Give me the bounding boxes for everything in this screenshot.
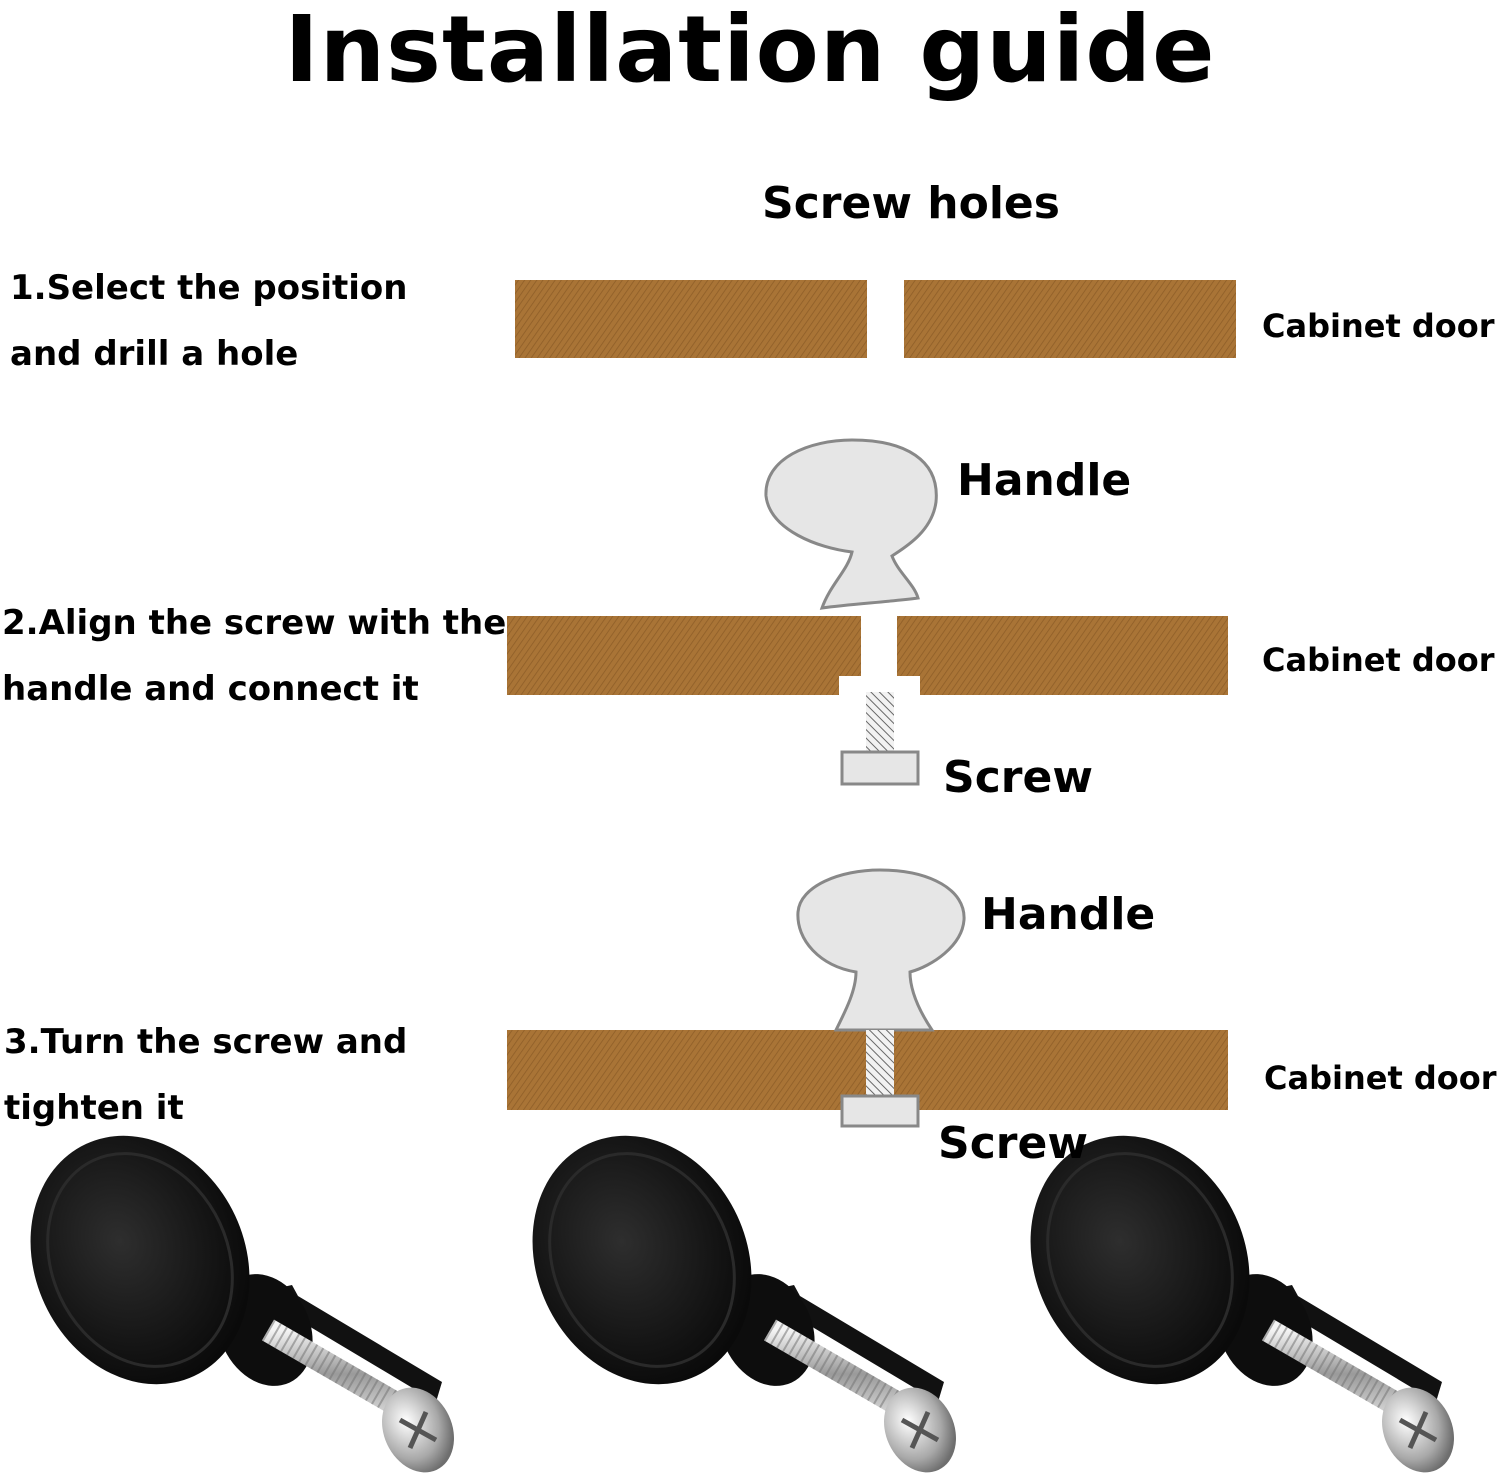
screw-holes-label: Screw holes — [762, 178, 1060, 229]
cabinet-door-label: Cabinet door — [1262, 307, 1495, 345]
step1-text-line1: 1.Select the position — [10, 268, 408, 308]
screw-label: Screw — [943, 752, 1093, 803]
step1-text-line2: and drill a hole — [10, 334, 299, 374]
cabinet-door-label: Cabinet door — [1262, 641, 1495, 679]
handle-label: Handle — [957, 455, 1132, 506]
step3-text-line1: 3.Turn the screw and — [4, 1022, 408, 1062]
knob-with-screw-icon — [30, 1135, 454, 1473]
step2-text-line1: 2.Align the screw with the — [2, 603, 507, 643]
step2-text-line2: handle and connect it — [2, 669, 419, 709]
page-title: Installation guide — [284, 0, 1216, 103]
step2-screw-icon — [840, 692, 920, 786]
screw-label: Screw — [938, 1118, 1088, 1169]
knob-with-screw-icon — [1030, 1135, 1454, 1473]
knob-with-screw-icon — [532, 1135, 956, 1473]
step3-screw-icon — [840, 1030, 920, 1128]
step3-handle-icon — [796, 868, 966, 1032]
handle-label: Handle — [981, 889, 1156, 940]
door-right-panel — [904, 280, 1236, 358]
door-left-panel — [507, 616, 861, 695]
cabinet-door-label: Cabinet door — [1264, 1059, 1497, 1097]
step2-handle-icon — [764, 438, 938, 610]
step3-text-line2: tighten it — [4, 1088, 184, 1128]
door-left-panel — [515, 280, 867, 358]
door-right-panel — [897, 616, 1228, 695]
step1-cabinet-door — [515, 280, 1236, 358]
step2-cabinet-door — [507, 616, 1228, 695]
